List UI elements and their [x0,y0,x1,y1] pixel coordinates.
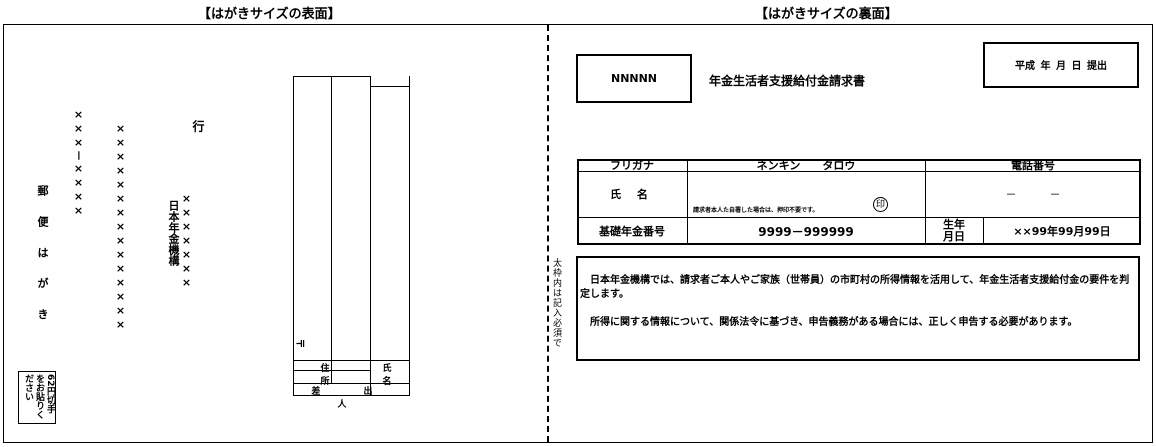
furigana-value: ネンキン タロウ [756,159,856,172]
phone-value: － － [1005,188,1061,201]
pension-value: 9999－999999 [758,224,854,239]
stamp-note: 62円切手をお貼りください [23,374,55,419]
sender-caption: 差 出 人 [311,387,393,410]
seal-icon: 印 [873,197,888,212]
sender-address-label: 住 所 [320,364,350,387]
sender-name-label: 氏 名 [382,364,398,387]
info-table: フリガナ ネンキン タロウ 電話番号 氏 名 請求者本人た自署した場合は、押印不… [577,159,1141,245]
postcard-label: 郵 便 は が き [36,185,49,328]
fold-divider [547,25,549,442]
dob-value: ××99年99月99日 [1013,225,1111,238]
org-sub: ××××××× [180,192,193,290]
date-box [983,42,1139,88]
sender-postal-mark: 〒 [293,338,305,349]
code: NNNNN [610,72,658,85]
divider-note: 太枠内は記入必須で [551,258,561,348]
phone-label: 電話番号 [1011,159,1055,172]
date-box-text: 平成 年 月 日 提出 [1015,61,1107,72]
furigana-label: フリガナ [610,159,654,172]
name-note: 請求者本人た自署した場合は、押印不要です。 [693,207,819,214]
dob-label: 生年月日 [943,218,965,243]
back-heading: 【はがきサイズの裏面】 [755,7,898,22]
org-name: 日本年金機構 [167,200,180,266]
code-box [576,54,692,103]
notice-paragraph-2: 所得に関する情報について、関係法令に基づき、申告義務がある場合には、正しく申告す… [590,317,1078,328]
document-frame [3,24,1153,443]
name-label: 氏 名 [610,188,654,201]
sender-block [293,76,410,396]
stamp-note-box [18,371,56,424]
to-suffix: 行 [191,120,205,132]
front-heading: 【はがきサイズの表面】 [198,7,341,22]
notice-paragraph-1: 日本年金機構では、請求者ご本人やご家族（世帯員）の市町村の所得情報を活用して、年… [580,275,1130,300]
form-title: 年金生活者支援給付金請求書 [709,74,866,88]
pension-label: 基礎年金番号 [599,225,665,238]
notice-box [576,256,1140,361]
address-line: ××××××××××××××× [114,122,127,332]
postal-code: ×××－×××× [72,108,85,218]
